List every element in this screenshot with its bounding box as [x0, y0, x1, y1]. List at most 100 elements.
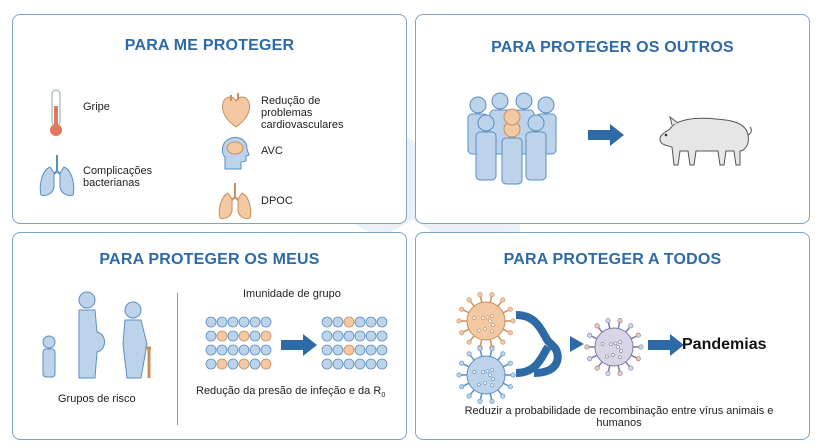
- person-dot: [332, 316, 344, 328]
- person-dot: [249, 344, 261, 356]
- person-dot: [365, 344, 377, 356]
- virus-spike-tip: [507, 384, 513, 390]
- person-dot: [249, 316, 261, 328]
- virus-body: [466, 355, 506, 395]
- arrow-right-icon: [648, 334, 684, 356]
- person-dot: [376, 344, 388, 356]
- avc-label: AVC: [261, 145, 283, 157]
- person-dot: [332, 358, 344, 370]
- person-dot: [216, 358, 228, 370]
- virus-spot: [481, 370, 485, 375]
- virus-spot: [476, 328, 481, 333]
- virus-spike-tip: [466, 351, 472, 357]
- virus-spot: [485, 315, 490, 320]
- virus-spike-tip: [500, 339, 506, 345]
- person-dot: [238, 330, 250, 342]
- virus-spot: [472, 316, 477, 320]
- heart-icon: [222, 93, 250, 128]
- virus-spot: [490, 314, 495, 318]
- virus-spot: [488, 319, 492, 323]
- virus-spike-tip: [617, 318, 623, 324]
- virus-spot: [491, 377, 495, 381]
- virus-spike-tip: [594, 323, 600, 329]
- person-dot: [260, 330, 272, 342]
- virus-spike-tip: [587, 332, 593, 338]
- virus-spot: [613, 341, 618, 346]
- person-dot: [238, 344, 250, 356]
- virus-spike-tip: [507, 330, 513, 336]
- virus-spike-tip: [477, 346, 483, 352]
- person-dot: [343, 330, 355, 342]
- virus-spot: [481, 316, 485, 321]
- lungs-orange-icon: [218, 183, 252, 219]
- virus-spot: [490, 383, 494, 388]
- person-dot: [332, 330, 344, 342]
- person-dot: [205, 330, 217, 342]
- pandemias-label: Pandemias: [682, 336, 767, 353]
- virus-spike-tip: [459, 306, 465, 312]
- people-group-icon: [467, 92, 557, 185]
- virus-spot: [488, 373, 492, 377]
- person-dot: [321, 344, 333, 356]
- virus-spike-tip: [500, 297, 506, 303]
- person-dot: [227, 316, 239, 328]
- panel-proteger-meus: PARA PROTEGER OS MEUS Grupos de risco Im…: [12, 232, 407, 440]
- virus-spike-tip: [605, 370, 611, 376]
- person-dot: [365, 316, 377, 328]
- person-dot: [343, 344, 355, 356]
- virus-spot: [618, 355, 622, 360]
- virus-spike-tip: [489, 398, 495, 404]
- gripe-label: Gripe: [83, 101, 110, 113]
- risk-groups-icon: [42, 291, 151, 379]
- person-dot: [376, 316, 388, 328]
- person-dot: [365, 330, 377, 342]
- person-dot: [376, 358, 388, 370]
- grupos-risco-label: Grupos de risco: [58, 393, 136, 405]
- person-dot: [216, 344, 228, 356]
- thermometer-icon: [50, 89, 62, 136]
- virus-spike-tip: [477, 292, 483, 298]
- virus-spike-tip: [628, 365, 634, 371]
- panel-title: PARA PROTEGER A TODOS: [503, 251, 722, 268]
- pig-icon: [659, 115, 752, 166]
- virus-spot: [604, 354, 609, 359]
- person-dot: [260, 316, 272, 328]
- virus-spike-tip: [507, 360, 513, 366]
- virus-spot: [609, 342, 613, 347]
- person-dot: [227, 330, 239, 342]
- complicacoes-label: Complicações bacterianas: [83, 165, 153, 189]
- virus-spot: [611, 353, 615, 357]
- virus-spot: [483, 381, 487, 385]
- virus-orange-icon: [456, 292, 516, 350]
- virus-spike-tip: [617, 370, 623, 376]
- virus-spike-tip: [466, 393, 472, 399]
- virus-spike-tip: [500, 393, 506, 399]
- person-dot: [260, 358, 272, 370]
- virus-spike-tip: [587, 356, 593, 362]
- person-dot: [216, 330, 228, 342]
- panel-proteger-outros: PARA PROTEGER OS OUTROS: [415, 14, 810, 224]
- virus-spike-tip: [628, 323, 634, 329]
- merge-arrow-icon: [515, 311, 584, 377]
- virus-spike-tip: [466, 339, 472, 345]
- head-brain-icon: [221, 136, 250, 170]
- person-dot: [205, 316, 217, 328]
- person-dot: [205, 344, 217, 356]
- person-dot: [321, 316, 333, 328]
- population-dots-before: [205, 316, 272, 370]
- person-dot: [376, 330, 388, 342]
- person-dot: [260, 344, 272, 356]
- panel-me-proteger: PARA ME PROTEGER Gripe Complicações bact…: [12, 14, 407, 224]
- virus-spike-tip: [635, 356, 641, 362]
- person-dot: [216, 316, 228, 328]
- dpoc-label: DPOC: [261, 195, 293, 207]
- cardio-label: Redução de problemas cardiovasculares: [261, 95, 344, 131]
- virus-spot: [476, 382, 481, 387]
- virus-spot: [491, 323, 495, 327]
- arrow-right-icon: [588, 124, 624, 146]
- person-dot: [249, 358, 261, 370]
- imunidade-label: Imunidade de grupo: [243, 288, 341, 300]
- virus-spike-tip: [456, 372, 462, 378]
- reducao-label: Redução da presão de infeção e da R0: [196, 385, 386, 400]
- panel-title: PARA PROTEGER OS OUTROS: [491, 39, 734, 56]
